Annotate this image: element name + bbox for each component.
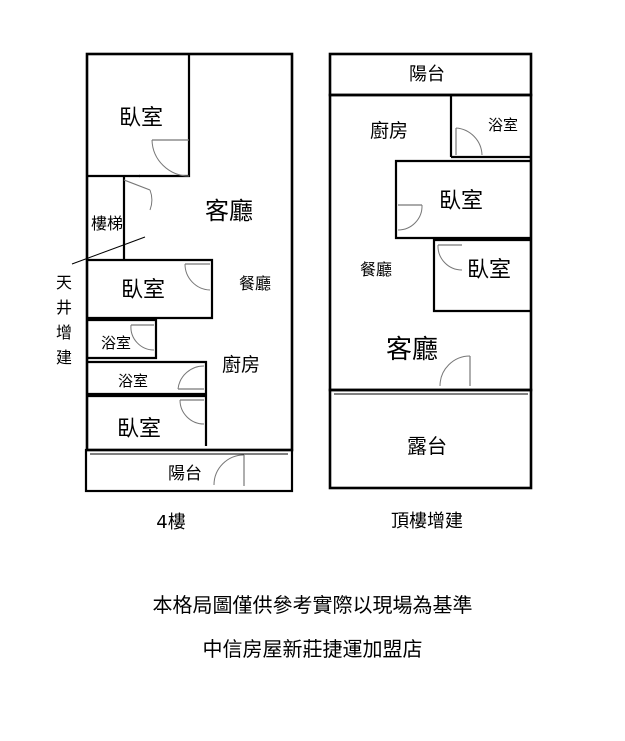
- door-arc: [439, 355, 471, 387]
- door-arc: [177, 365, 205, 390]
- skylight-annotation: 天井增建: [56, 273, 72, 367]
- bedroom-2-wall: [432, 238, 531, 313]
- floor-plan-rooftop: 陽台 廚房 浴室 臥室 餐廳 臥室 客廳 露台: [328, 52, 533, 490]
- room-label-terrace: 露台: [407, 434, 447, 458]
- door-leaf: [123, 179, 151, 191]
- door-arc: [184, 263, 211, 291]
- room-label-bath-2: 浴室: [118, 372, 148, 390]
- bath-1-wall: [87, 318, 158, 360]
- floor-plan-4f: 臥室 客廳 樓梯 臥室 餐廳 浴室 廚房 浴室 臥室 陽台 天井增建: [56, 52, 294, 493]
- room-label-dining-roof: 餐廳: [360, 260, 392, 279]
- room-label-balcony: 陽台: [168, 464, 202, 484]
- skylight-annotation-char: 天: [56, 273, 72, 292]
- room-label-kitchen: 廚房: [222, 353, 260, 376]
- door-arc: [437, 244, 463, 271]
- room-label-living-roof: 客廳: [386, 335, 438, 365]
- room-label-kitchen-roof: 廚房: [370, 119, 408, 142]
- skylight-annotation-char: 建: [56, 348, 72, 367]
- bedroom-bottom-wall: [87, 394, 208, 446]
- room-label-bedroom-top: 臥室: [119, 106, 163, 131]
- agency-name: 中信房屋新莊捷運加盟店: [202, 637, 423, 661]
- balcony-wall-4f: [84, 448, 294, 493]
- bedroom-1-wall: [394, 159, 531, 240]
- room-label-bath-roof: 浴室: [488, 116, 518, 134]
- floor-caption-rooftop: 頂樓增建: [391, 511, 463, 532]
- terrace-wall: [328, 388, 533, 490]
- door-arc: [149, 189, 153, 211]
- room-label-bedroom-2: 臥室: [467, 258, 511, 283]
- room-label-bedroom-bottom: 臥室: [117, 417, 161, 442]
- floor-caption-4f: 4樓: [156, 512, 185, 533]
- room-label-bath-1: 浴室: [101, 334, 131, 352]
- room-label-bedroom-mid: 臥室: [121, 278, 165, 303]
- room-label-bedroom-1: 臥室: [439, 189, 483, 214]
- bath-2-wall: [87, 360, 208, 396]
- room-label-balcony-roof: 陽台: [409, 64, 445, 85]
- bedroom-mid-wall: [87, 258, 214, 320]
- skylight-annotation-char: 井: [56, 298, 72, 317]
- door-arc: [151, 139, 190, 177]
- annotation-leader-line: [71, 236, 146, 265]
- disclaimer-text: 本格局圖僅供參考實際以現場為基準: [152, 593, 473, 617]
- door-arc: [455, 127, 483, 156]
- room-label-living: 客廳: [205, 197, 253, 225]
- door-arc: [397, 204, 423, 231]
- door-arc: [179, 399, 205, 425]
- room-label-dining: 餐廳: [239, 274, 271, 293]
- room-label-stairs: 樓梯: [91, 214, 123, 233]
- door-arc: [130, 324, 155, 351]
- skylight-annotation-char: 增: [56, 323, 72, 342]
- door-arc: [213, 454, 245, 486]
